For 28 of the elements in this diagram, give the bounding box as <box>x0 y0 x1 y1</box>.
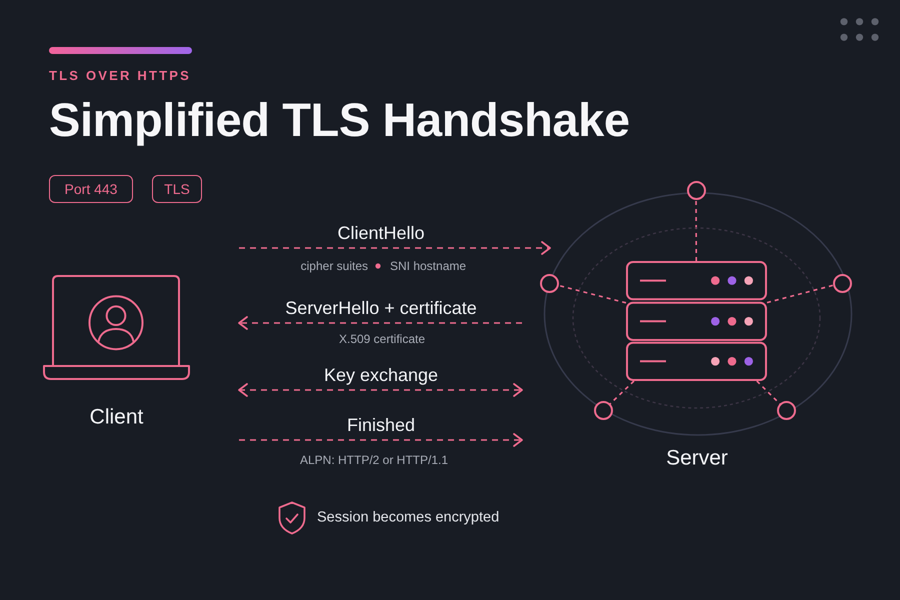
edge-label: ServerHello + certificate <box>285 298 477 320</box>
title: Simplified TLS Handshake <box>49 93 630 148</box>
satellite-node <box>594 401 612 420</box>
satellite-node <box>832 274 852 292</box>
detail-text: cipher suites <box>300 258 368 274</box>
dashed-arrow <box>238 316 522 330</box>
dashed-connector-line <box>558 284 626 304</box>
tag: Port 443 <box>49 175 133 203</box>
node-label: Client <box>90 404 144 430</box>
dashed-arrow <box>239 241 551 255</box>
dashed-arrow <box>239 433 523 447</box>
dashed-arrow <box>238 383 523 397</box>
tag: TLS <box>152 175 202 203</box>
eyebrow-text: TLS OVER HTTPS <box>49 68 192 84</box>
satellite-node <box>540 274 558 292</box>
edge-label: ClientHello <box>337 223 425 245</box>
edge-label: Finished <box>346 415 416 437</box>
dashed-connector-line <box>695 200 698 261</box>
edge-label: Key exchange <box>324 365 438 387</box>
status-text: Session becomes encrypted <box>317 509 500 527</box>
dashed-connector-line <box>766 284 834 304</box>
satellite-node <box>686 180 706 200</box>
node-label: Server <box>666 444 728 470</box>
dashed-connector-line <box>609 380 634 405</box>
detail-text: X.509 certificate <box>338 331 426 346</box>
detail-text: ALPN: HTTP/2 or HTTP/1.1 <box>300 452 448 468</box>
satellite-node <box>777 401 796 420</box>
detail-text: SNI hostname <box>390 258 466 274</box>
